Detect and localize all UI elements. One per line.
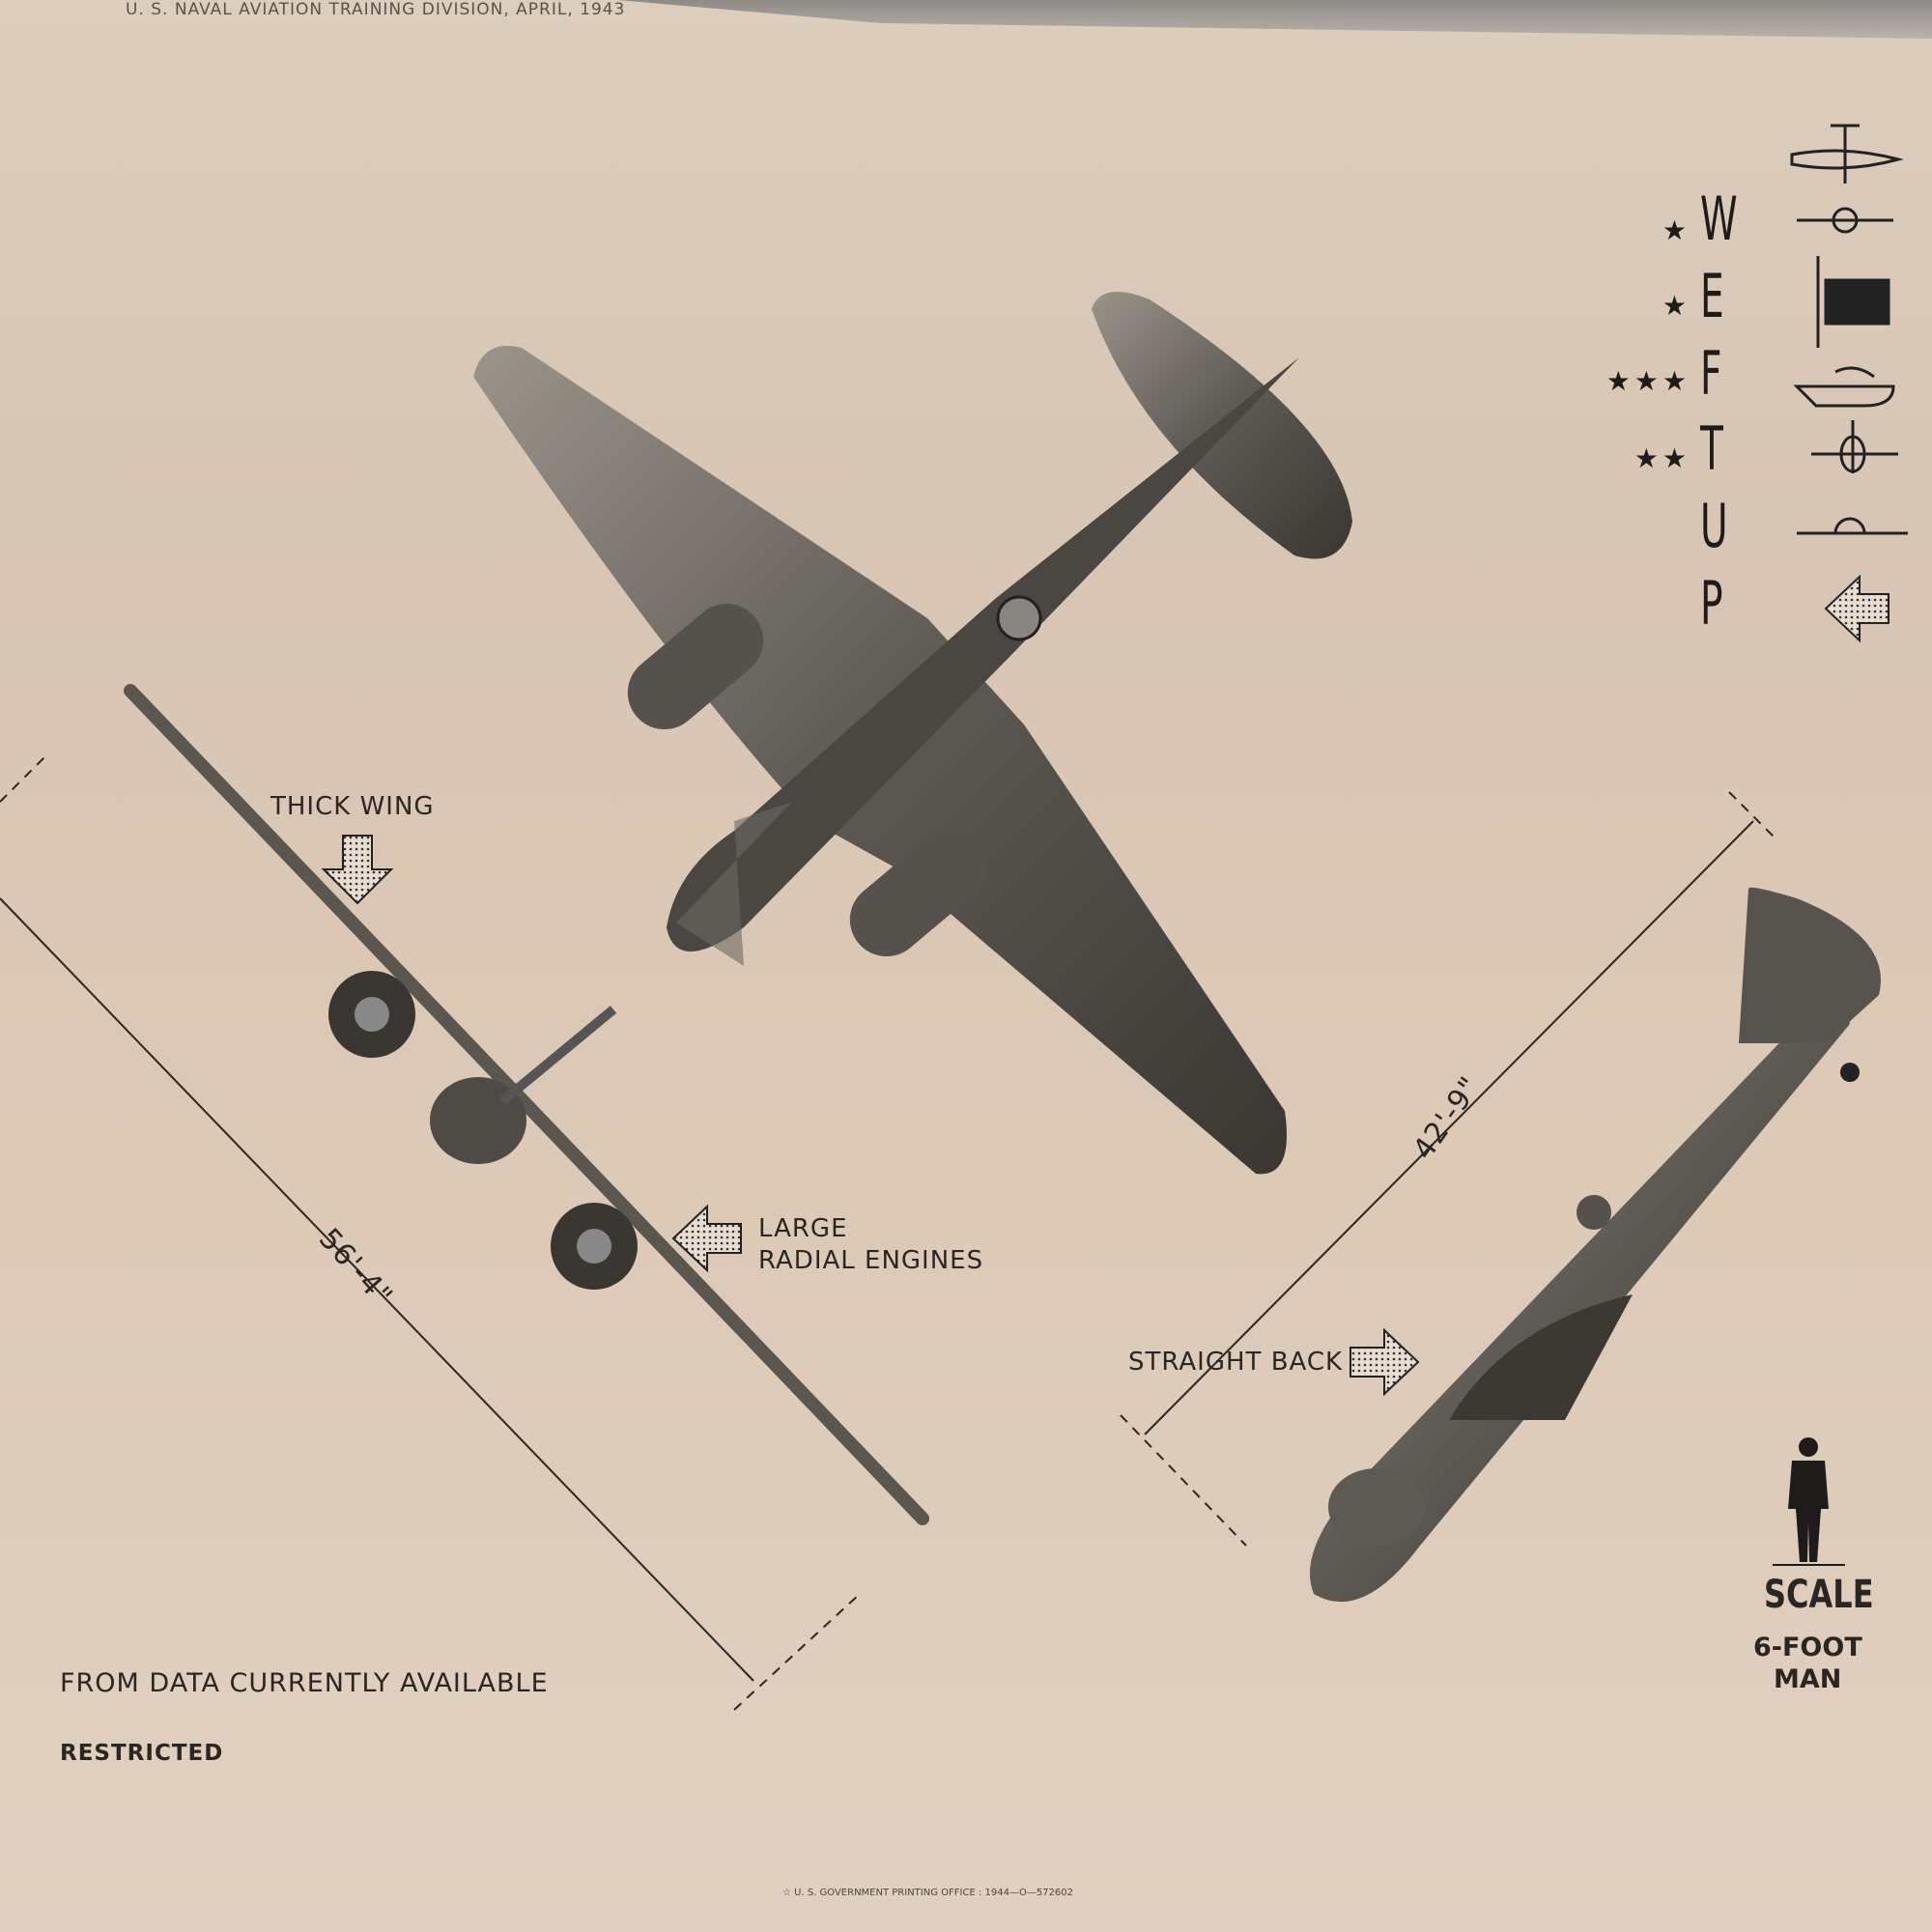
thick-wing-label: THICK WING <box>270 792 435 821</box>
weftup-letter-t: T <box>1700 413 1723 484</box>
straight-back-arrow-icon <box>1350 1327 1420 1397</box>
printer-credit: ☆ U. S. GOVERNMENT PRINTING OFFICE : 194… <box>782 1888 1073 1898</box>
scale-line2: MAN <box>1774 1664 1842 1694</box>
six-foot-man-icon <box>1773 1437 1845 1566</box>
data-note: FROM DATA CURRENTLY AVAILABLE <box>60 1668 549 1698</box>
wing-stars: ★ <box>1662 214 1690 246</box>
plan-view-aircraft <box>473 292 1352 1175</box>
large-radial-label-line2: RADIAL ENGINES <box>758 1246 984 1275</box>
engine-stars: ★ <box>1662 290 1690 322</box>
span-dimension-line <box>0 753 861 1711</box>
radial-engines-arrow-icon <box>705 1173 739 1222</box>
thick-wing-arrow-icon <box>321 835 394 905</box>
tail-stars: ★★ <box>1634 442 1690 474</box>
weftup-letter-p: P <box>1700 568 1723 639</box>
direction-arrow-icon <box>1824 574 1889 643</box>
classification-label: RESTRICTED <box>60 1741 224 1766</box>
large-radial-label-line1: LARGE <box>758 1214 848 1243</box>
weftup-letter-f: F <box>1700 338 1722 409</box>
scale-title: SCALE <box>1764 1573 1874 1617</box>
straight-back-label: STRAIGHT BACK <box>1128 1348 1344 1377</box>
weftup-letter-w: W <box>1700 184 1738 254</box>
radial-engines-arrow <box>671 1204 742 1273</box>
weftup-letter-e: E <box>1700 261 1724 331</box>
wing-silhouette-icon <box>1790 124 1904 184</box>
weftup-silhouettes <box>1790 124 1908 535</box>
fuselage-stars: ★★★ <box>1605 365 1690 397</box>
scale-line1: 6-FOOT <box>1753 1633 1862 1662</box>
under-silhouette-icon <box>1811 420 1898 473</box>
weftup-letter-u: U <box>1700 491 1728 561</box>
profile-silhouette-icon <box>1797 517 1908 535</box>
tail-silhouette-icon <box>1793 366 1895 408</box>
profile-view-aircraft <box>1310 887 1881 1603</box>
head-on-view-aircraft <box>124 684 929 1525</box>
fuselage-silhouette-icon <box>1816 256 1890 348</box>
length-dimension-line <box>1120 791 1778 1547</box>
header-credit: U. S. NAVAL AVIATION TRAINING DIVISION, … <box>126 0 626 19</box>
engine-silhouette-icon <box>1797 207 1893 234</box>
